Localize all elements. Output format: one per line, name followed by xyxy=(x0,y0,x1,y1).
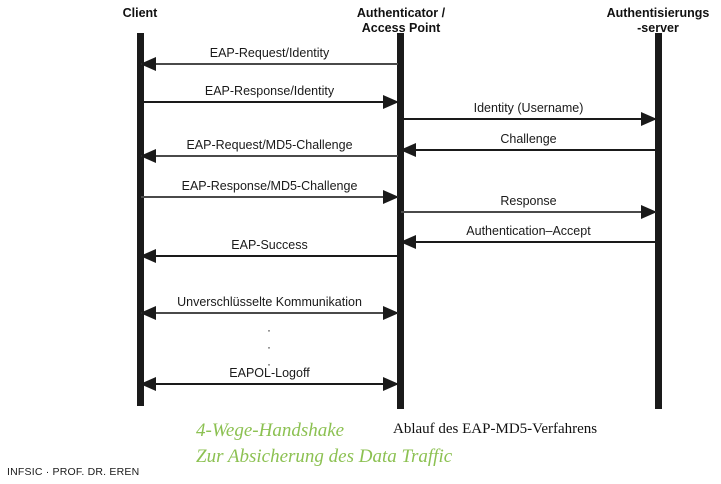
message-shaft xyxy=(401,241,656,243)
message-shaft xyxy=(401,118,656,120)
arrowhead-left-icon xyxy=(140,306,156,320)
arrowhead-left-icon xyxy=(400,143,416,157)
message-label: EAP-Request/Identity xyxy=(209,46,330,60)
message-eap-request-identity: EAP-Request/Identity xyxy=(140,46,398,71)
message-label: Unverschlüsselte Kommunikation xyxy=(177,295,362,309)
message-label: Challenge xyxy=(500,132,557,146)
actor-header-client: Client xyxy=(122,6,158,20)
message-label: EAP-Success xyxy=(231,238,308,252)
arrowhead-right-icon xyxy=(383,377,399,391)
message-unverschluesselte-kommunikation: Unverschlüsselte Kommunikation xyxy=(140,295,399,320)
message-label: EAP-Request/MD5-Challenge xyxy=(186,138,353,152)
message-response: Response xyxy=(401,194,657,219)
message-shaft xyxy=(141,63,398,65)
arrowhead-left-icon xyxy=(400,235,416,249)
lifeline-authenticator xyxy=(397,33,404,409)
caption-green-line-1: 4-Wege-Handshake xyxy=(196,420,345,441)
actor-header-authenticator: Authenticator / Access Point xyxy=(356,6,446,35)
arrowhead-right-icon xyxy=(641,112,657,126)
ellipsis-dot-3: · xyxy=(267,357,271,371)
message-shaft xyxy=(141,383,398,385)
ellipsis-dot-2: · xyxy=(267,340,271,354)
caption-diagram-title: Ablauf des EAP-MD5-Verfahrens xyxy=(393,421,598,437)
message-eap-response-md5: EAP-Response/MD5-Challenge xyxy=(141,179,399,204)
message-label: EAP-Response/Identity xyxy=(204,84,335,98)
message-shaft xyxy=(141,255,398,257)
message-shaft xyxy=(401,149,656,151)
message-eap-response-identity: EAP-Response/Identity xyxy=(141,84,399,109)
message-shaft xyxy=(141,101,398,103)
arrowhead-left-icon xyxy=(140,249,156,263)
arrowhead-right-icon xyxy=(641,205,657,219)
lifeline-client xyxy=(137,33,144,406)
lifeline-auth-server xyxy=(655,33,662,409)
message-label: Identity (Username) xyxy=(473,101,584,115)
message-shaft xyxy=(141,155,398,157)
message-label: Authentication–Accept xyxy=(466,224,591,238)
arrowhead-right-icon xyxy=(383,306,399,320)
message-eapol-logoff: EAPOL-Logoff xyxy=(140,366,399,391)
message-challenge: Challenge xyxy=(400,132,656,157)
arrowhead-right-icon xyxy=(383,190,399,204)
caption-green-line-2: Zur Absicherung des Data Traffic xyxy=(196,446,453,467)
arrowhead-left-icon xyxy=(140,377,156,391)
message-eap-request-md5: EAP-Request/MD5-Challenge xyxy=(140,138,398,163)
message-label: EAP-Response/MD5-Challenge xyxy=(181,179,358,193)
arrowhead-left-icon xyxy=(140,57,156,71)
actor-header-auth-server: Authentisierungs -server xyxy=(606,6,710,35)
message-authentication-accept: Authentication–Accept xyxy=(400,224,656,249)
message-identity-username: Identity (Username) xyxy=(401,101,657,126)
footer-credit: INFSIC · PROF. DR. EREN xyxy=(7,466,140,478)
ellipsis-dots: · · · xyxy=(241,322,297,373)
message-eap-success: EAP-Success xyxy=(140,238,398,263)
arrowhead-left-icon xyxy=(140,149,156,163)
message-shaft xyxy=(141,312,398,314)
arrowhead-right-icon xyxy=(383,95,399,109)
message-shaft xyxy=(401,211,656,213)
ellipsis-dot-1: · xyxy=(267,323,271,337)
message-shaft xyxy=(141,196,398,198)
message-label: EAPOL-Logoff xyxy=(229,366,310,380)
message-label: Response xyxy=(500,194,557,208)
